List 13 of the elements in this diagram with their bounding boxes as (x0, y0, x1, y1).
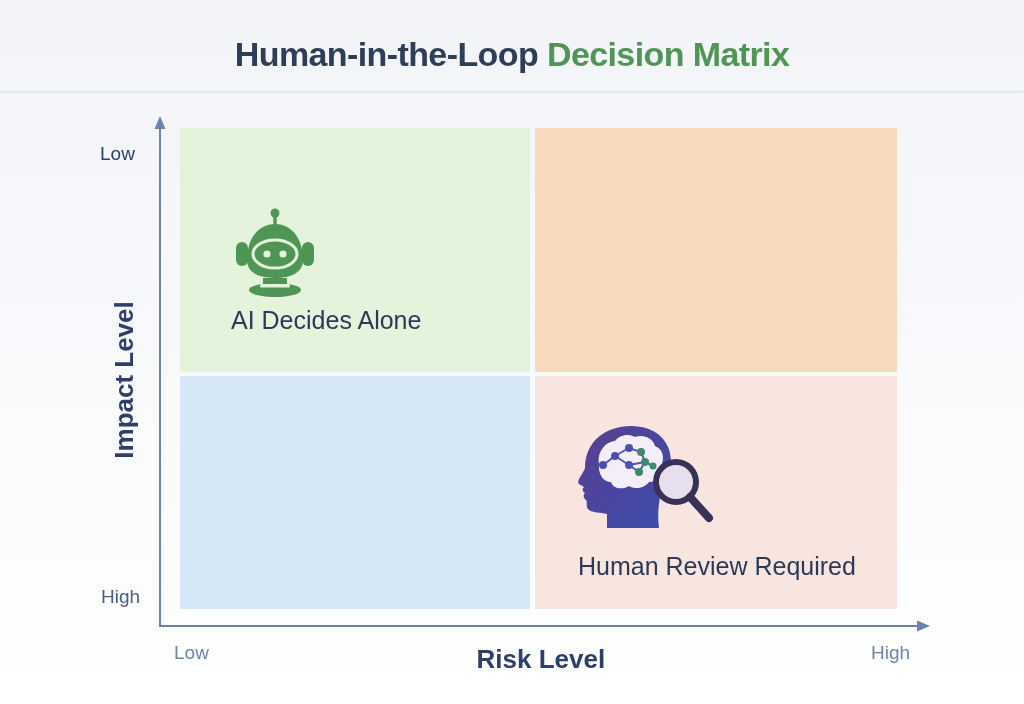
axis-tick-label: High (871, 642, 911, 664)
axis-title: Impact Level (109, 301, 140, 459)
diagram-title: Human-in-the-Loop Decision Matrix (233, 34, 791, 75)
quadrant-label: Human Review Required (578, 551, 856, 581)
axis-title: Risk Level (476, 645, 606, 675)
axis-tick-label: Low (174, 642, 209, 664)
axis-tick-label: High (101, 586, 141, 608)
quadrant-panel (535, 376, 897, 609)
quadrant-panel (180, 376, 530, 609)
quadrant-label: AI Decides Alone (231, 305, 422, 335)
quadrant-panel (535, 128, 897, 372)
axis-tick-label: Low (100, 143, 135, 165)
quadrant-panel (180, 128, 530, 372)
